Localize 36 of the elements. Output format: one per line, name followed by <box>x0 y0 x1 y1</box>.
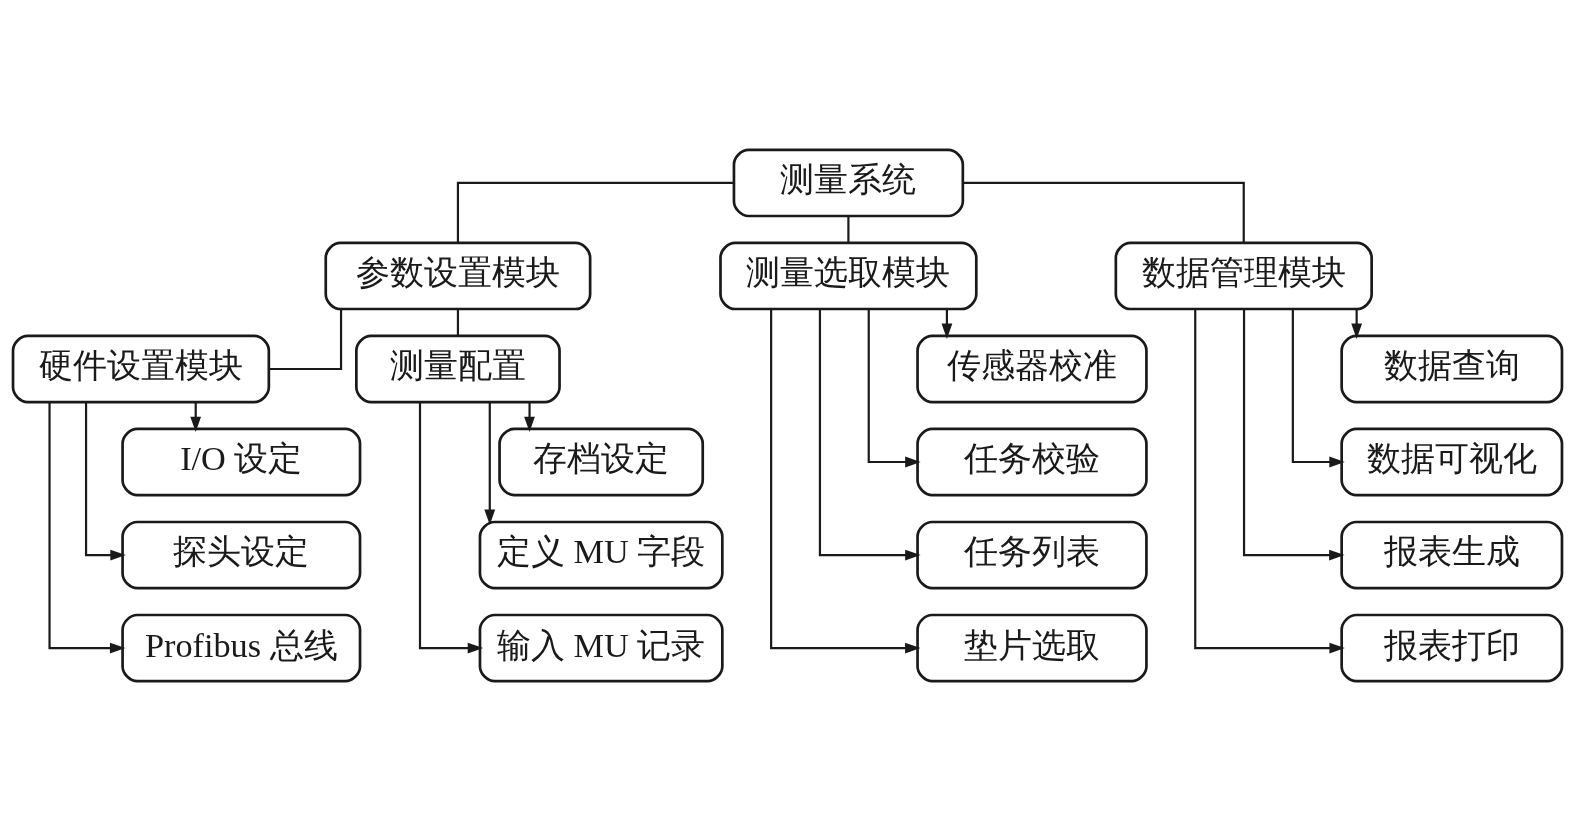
node-box: 数据查询 <box>1340 334 1564 403</box>
node-box: 报表生成 <box>1340 520 1564 589</box>
node-box: 任务校验 <box>916 427 1148 496</box>
arrow <box>48 401 126 653</box>
node-box: I/O 设定 <box>121 427 362 496</box>
arrow <box>418 401 484 653</box>
node-box: 任务列表 <box>916 520 1148 589</box>
node-box: 测量系统 <box>732 148 965 217</box>
node-box: 报表打印 <box>1340 613 1564 682</box>
node-box: Profibus 总线 <box>121 613 362 682</box>
node-box: 参数设置模块 <box>324 241 592 310</box>
node-box: 探头设定 <box>121 520 362 589</box>
node-box: 测量选取模块 <box>719 241 978 310</box>
arrow <box>484 401 496 525</box>
arrow <box>867 308 921 467</box>
arrow <box>1194 308 1345 653</box>
arrow <box>84 401 126 560</box>
node-box: 数据可视化 <box>1340 427 1564 496</box>
node-box: 传感器校准 <box>916 334 1148 403</box>
node-box: 测量配置 <box>355 334 561 403</box>
arrow <box>1242 308 1345 560</box>
node-box: 存档设定 <box>498 427 705 496</box>
node-box: 定义 MU 字段 <box>478 520 724 589</box>
node-box: 输入 MU 记录 <box>478 613 724 682</box>
connector <box>456 308 460 336</box>
node-box: 垫片选取 <box>916 613 1148 682</box>
connector <box>269 308 343 370</box>
arrow <box>1291 308 1345 467</box>
node-box: 硬件设置模块 <box>11 334 271 403</box>
arrow <box>818 308 921 560</box>
node-box: 数据管理模块 <box>1114 241 1373 310</box>
connector <box>456 181 734 243</box>
arrow <box>770 308 921 653</box>
connector <box>847 215 850 243</box>
connector <box>963 181 1245 243</box>
arrow <box>524 401 535 432</box>
